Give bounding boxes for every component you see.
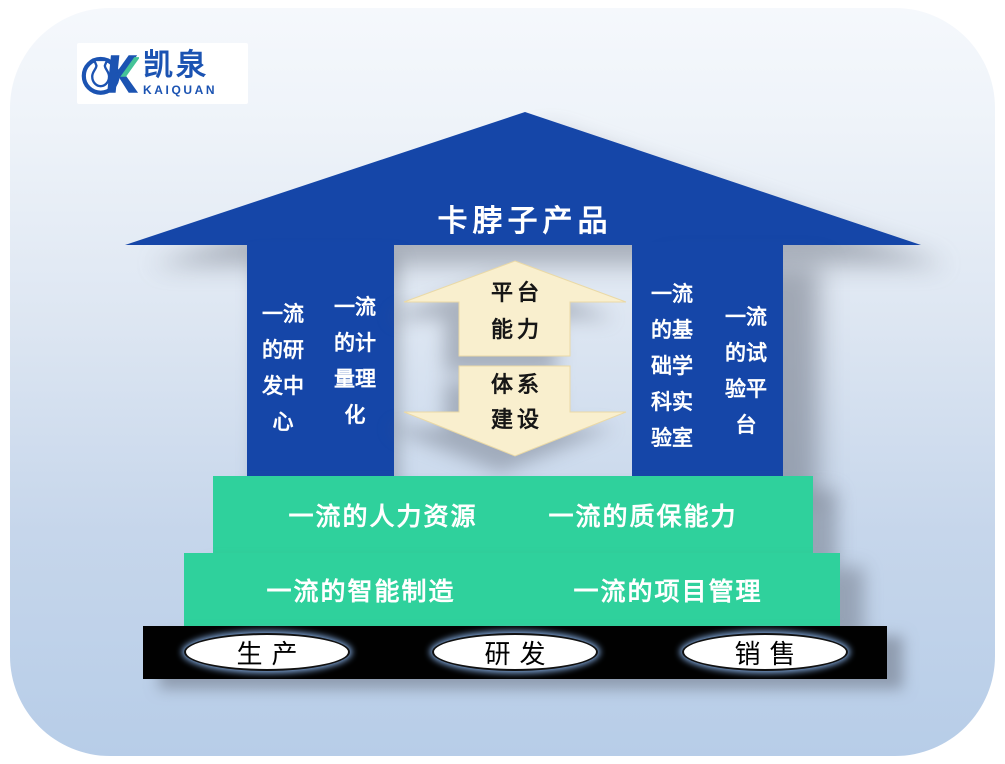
kaiquan-logo: 凯泉 KAIQUAN [77, 43, 248, 104]
base-bar: 生产 研发 销售 [143, 626, 887, 679]
up-arrow-label-line2: 能力 [491, 317, 543, 342]
foundation-block-lower: 一流的智能制造 一流的项目管理 [184, 553, 840, 626]
pillar-left-text-2: 一流的计量理化 [334, 296, 376, 427]
roof-title: 卡脖子产品 [437, 205, 613, 238]
logo-latin-name: KAIQUAN [143, 83, 218, 97]
foundation-label-project: 一流的项目管理 [573, 577, 763, 606]
base-ellipse-sales: 销售 [682, 633, 848, 671]
pillar-right-text-2: 一流的试验平台 [725, 306, 767, 437]
up-arrow-shape [403, 260, 627, 357]
logo-chinese-name: 凯泉 [143, 49, 209, 82]
base-ellipse-rnd: 研发 [432, 633, 598, 671]
base-ellipse-production: 生产 [184, 633, 350, 671]
down-arrow-label-line1: 体系 [491, 372, 543, 397]
logo-text: 凯泉 KAIQUAN [143, 49, 218, 97]
foundation-label-hr: 一流的人力资源 [288, 502, 478, 531]
down-arrow-label-line2: 建设 [491, 407, 543, 432]
foundation-block-upper: 一流的人力资源 一流的质保能力 [213, 476, 813, 553]
pillar-left: 一流的研发中心 一流的计量理化 [247, 242, 394, 476]
kaiquan-logo-icon [81, 54, 139, 95]
roof-shape [125, 112, 921, 245]
diagram-card: 凯泉 KAIQUAN 卡脖子产品 一流的研发中心 一流的计量理化 一流的基础学科… [10, 8, 995, 756]
pillar-right-text-1: 一流的基础学科实验室 [651, 283, 693, 450]
up-arrow-label-line1: 平台 [491, 280, 543, 305]
pillar-left-text-1: 一流的研发中心 [262, 303, 304, 434]
pillar-right: 一流的基础学科实验室 一流的试验平台 [632, 242, 783, 476]
foundation-label-qa: 一流的质保能力 [548, 502, 738, 531]
center-arrows: 平台 能力 体系 建设 [403, 260, 627, 457]
foundation-label-manufacturing: 一流的智能制造 [266, 577, 456, 606]
down-arrow-shape [403, 365, 627, 457]
